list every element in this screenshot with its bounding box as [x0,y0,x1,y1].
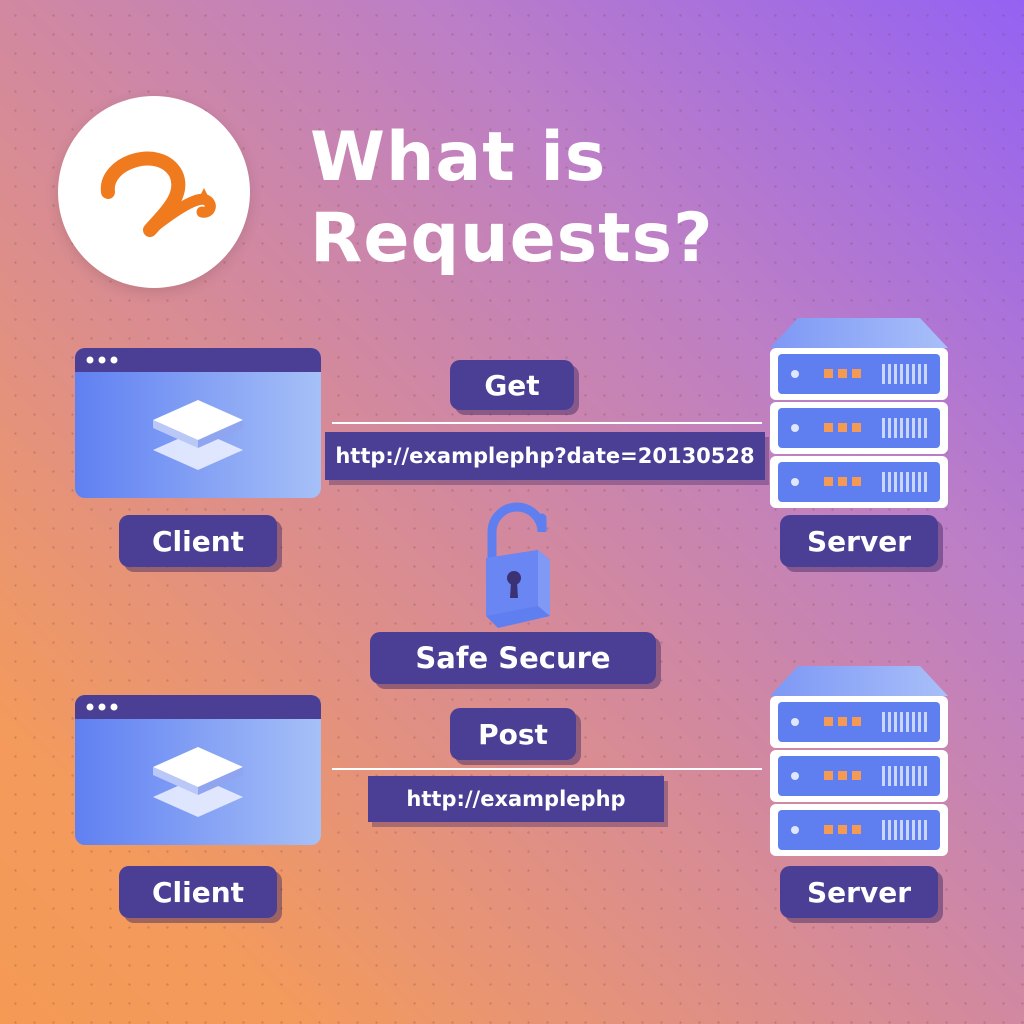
get-method-badge: Get [450,360,574,410]
squirrel-logo-icon [100,151,216,237]
client-label-top: Client [119,515,277,567]
client-browser-window-bottom [75,695,321,845]
get-url-box: http://examplephp?date=20130528 [325,432,765,480]
safe-secure-label: Safe Secure [370,632,656,684]
logo-badge [58,96,250,288]
post-method-badge: Post [450,708,576,760]
server-label-bottom: Server [780,866,938,918]
client-browser-window-top [75,348,321,498]
padlock-icon [478,498,556,630]
server-rack-top [770,318,948,508]
client-label-bottom: Client [119,866,277,918]
server-rack-bottom [770,666,948,856]
server-label-top: Server [780,515,938,567]
post-connection-line [332,768,762,770]
title-line-1: What is [310,118,607,197]
title-line-2: Requests? [310,199,714,278]
get-connection-line [332,422,762,424]
post-url-box: http://examplephp [368,776,664,822]
